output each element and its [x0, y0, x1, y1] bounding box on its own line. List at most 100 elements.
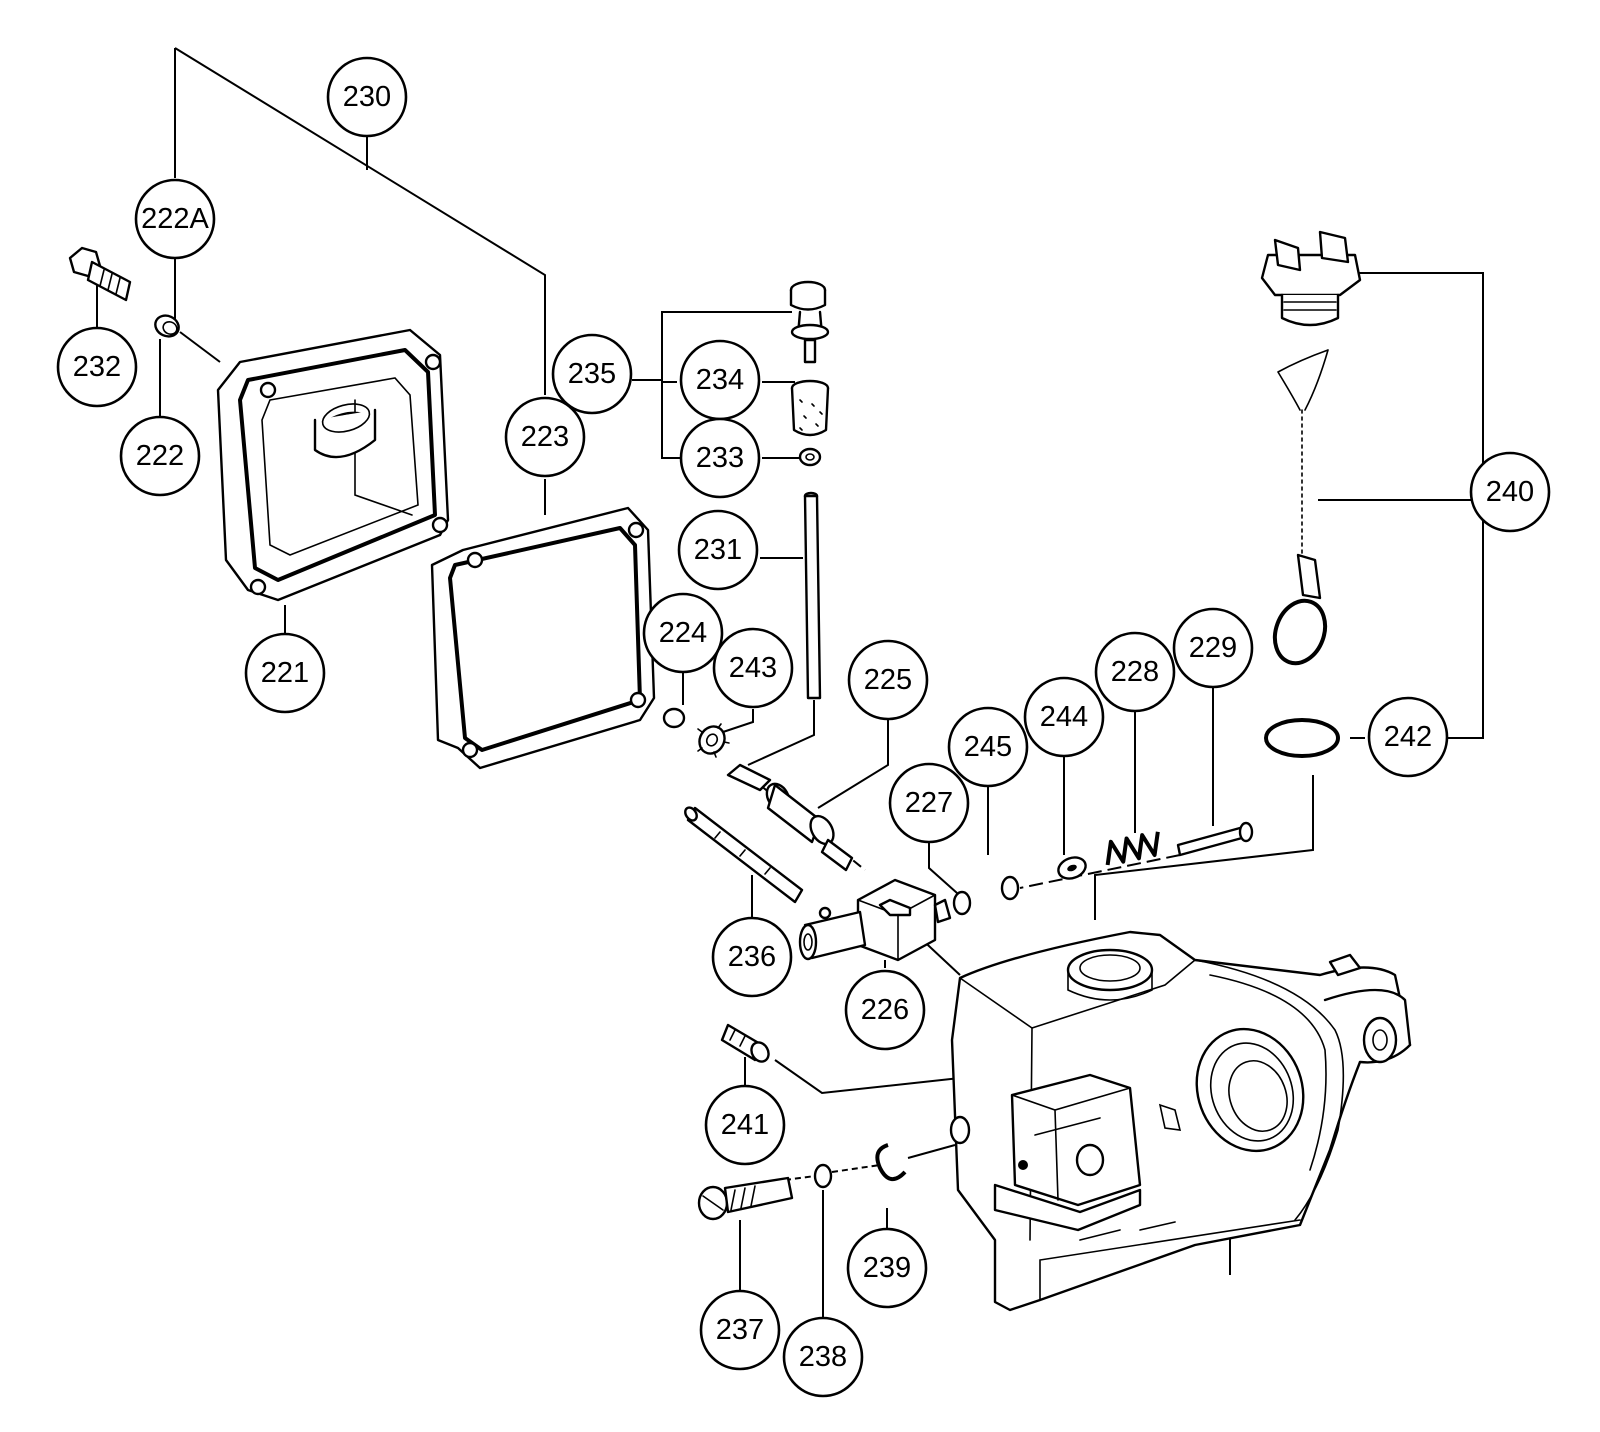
callout-label: 236 — [728, 941, 776, 973]
rod-231 — [803, 491, 822, 700]
callout-226: 226 — [844, 969, 926, 1051]
callout-label: 240 — [1486, 476, 1534, 508]
callout-243: 243 — [712, 627, 794, 709]
callout-230: 230 — [326, 56, 408, 138]
callout-227: 227 — [888, 762, 970, 844]
callout-222: 222 — [119, 415, 201, 497]
callout-234: 234 — [679, 339, 761, 421]
callout-label: 229 — [1189, 632, 1237, 664]
callout-circle — [711, 916, 793, 998]
ring-222 — [154, 314, 180, 338]
callout-circle — [847, 639, 929, 721]
cover-221 — [216, 328, 450, 602]
callouts: 230 222A 232 222 221 223 235 234 233 231 224 243 225… — [56, 56, 1551, 1398]
callout-222A: 222A — [134, 178, 216, 260]
plunger-235 — [789, 280, 830, 364]
callout-label: 232 — [73, 351, 121, 383]
housing — [949, 930, 1412, 1312]
screw-237 — [697, 1176, 794, 1221]
callout-label: 225 — [864, 664, 912, 696]
callout-label: 230 — [343, 81, 391, 113]
ball-224 — [662, 707, 686, 729]
callout-label: 235 — [568, 358, 616, 390]
callout-228: 228 — [1094, 631, 1176, 713]
callout-circle — [134, 178, 216, 260]
screw-229 — [1176, 821, 1254, 857]
callout-label: 244 — [1040, 701, 1088, 733]
callout-label: 234 — [696, 364, 744, 396]
callout-label: 222 — [136, 440, 184, 472]
rod-236 — [684, 806, 804, 904]
callout-circle — [947, 706, 1029, 788]
callout-241: 241 — [704, 1084, 786, 1166]
callout-label: 228 — [1111, 656, 1159, 688]
callout-circle — [551, 333, 633, 415]
callout-circle — [677, 509, 759, 591]
callout-circle — [1367, 696, 1449, 778]
callout-label: 233 — [696, 442, 744, 474]
callout-circle — [642, 592, 724, 674]
oring-238 — [813, 1163, 833, 1189]
callout-225: 225 — [847, 639, 929, 721]
callout-circle — [56, 326, 138, 408]
callout-label: 221 — [261, 657, 309, 689]
callout-label: 231 — [694, 534, 742, 566]
washer-244 — [1057, 856, 1087, 880]
washer-243 — [697, 723, 730, 758]
callout-236: 236 — [711, 916, 793, 998]
oring-242 — [1264, 718, 1340, 758]
callout-circle — [504, 396, 586, 478]
callout-circle — [712, 627, 794, 709]
callout-label: 239 — [863, 1252, 911, 1284]
callout-label: 242 — [1384, 721, 1432, 753]
callout-label: 237 — [716, 1314, 764, 1346]
callout-245: 245 — [947, 706, 1029, 788]
bolt-232 — [68, 246, 132, 302]
callout-244: 244 — [1023, 676, 1105, 758]
callout-circle — [1469, 451, 1551, 533]
callout-circle — [699, 1289, 781, 1371]
callout-240: 240 — [1469, 451, 1551, 533]
spring-228 — [1105, 831, 1160, 866]
callout-label: 238 — [799, 1341, 847, 1373]
snapring-239 — [875, 1143, 907, 1181]
callout-224: 224 — [642, 592, 724, 674]
callout-239: 239 — [846, 1227, 928, 1309]
callout-circle — [888, 762, 970, 844]
callout-label: 227 — [905, 787, 953, 819]
callout-label: 243 — [729, 652, 777, 684]
cap-240 — [1260, 230, 1362, 666]
callout-231: 231 — [677, 509, 759, 591]
parts — [68, 230, 1412, 1312]
callout-label: 241 — [721, 1109, 769, 1141]
callout-235: 235 — [551, 333, 633, 415]
callout-229: 229 — [1172, 607, 1254, 689]
callout-circle — [846, 1227, 928, 1309]
gasket-223 — [430, 506, 656, 770]
callout-circle — [844, 969, 926, 1051]
callout-circle — [1023, 676, 1105, 758]
callout-238: 238 — [782, 1316, 864, 1398]
callout-label: 226 — [861, 994, 909, 1026]
nipple-241 — [720, 1023, 770, 1063]
callout-221: 221 — [244, 632, 326, 714]
callout-label: 245 — [964, 731, 1012, 763]
oring-245 — [1000, 875, 1020, 901]
valve-226 — [798, 878, 952, 962]
callout-242: 242 — [1367, 696, 1449, 778]
callout-237: 237 — [699, 1289, 781, 1371]
shaft-225 — [726, 763, 854, 872]
callout-circle — [1094, 631, 1176, 713]
callout-223: 223 — [504, 396, 586, 478]
callout-circle — [1172, 607, 1254, 689]
callout-circle — [326, 56, 408, 138]
washer-233 — [798, 447, 822, 467]
oring-227 — [952, 890, 972, 916]
callout-label: 224 — [659, 617, 707, 649]
callout-circle — [679, 417, 761, 499]
callout-circle — [244, 632, 326, 714]
callout-label: 223 — [521, 421, 569, 453]
callout-233: 233 — [679, 417, 761, 499]
